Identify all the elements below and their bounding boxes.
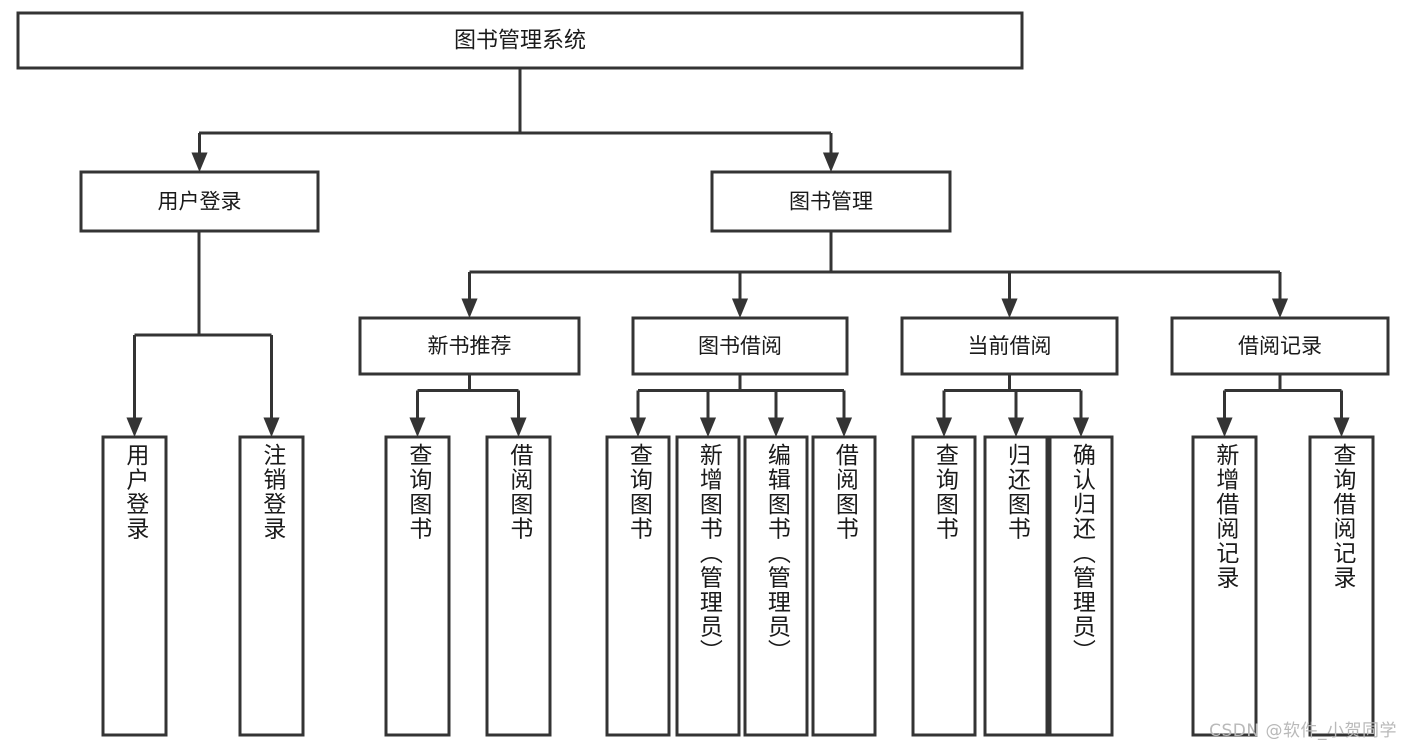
book-borrow-to-leaf-bb-borrow-arrow-icon [835, 417, 853, 437]
node-current-borrow-label: 当前借阅 [968, 334, 1052, 358]
node-book-manage[interactable] [710, 170, 952, 233]
node-leaf-nbr-query[interactable] [384, 435, 451, 737]
node-leaf-cb-return[interactable] [983, 435, 1049, 737]
node-book-manage-label: 图书管理 [789, 190, 873, 214]
node-leaf-br-query[interactable] [1308, 435, 1375, 737]
node-leaf-logout[interactable] [238, 435, 305, 737]
node-user-login[interactable] [79, 170, 320, 233]
current-borrow-to-leaf-cb-return-arrow-icon [1007, 417, 1025, 437]
book-manage-to-new-book-recommend-arrow-icon [461, 298, 478, 318]
book-manage-to-current-borrow-arrow-icon [1001, 298, 1018, 318]
node-root-label: 图书管理系统 [454, 29, 586, 54]
borrow-record-to-leaf-br-add-arrow-icon [1216, 417, 1233, 437]
node-book-borrow[interactable] [631, 316, 849, 376]
current-borrow-to-leaf-cb-confirm-arrow-icon [1072, 417, 1090, 437]
node-leaf-bb-add[interactable] [675, 435, 741, 737]
node-borrow-record[interactable] [1170, 316, 1390, 376]
node-leaf-bb-query[interactable] [605, 435, 671, 737]
book-borrow-to-leaf-bb-query-arrow-icon [629, 417, 647, 437]
current-borrow-to-leaf-cb-query-arrow-icon [935, 417, 953, 437]
node-leaf-cb-query[interactable] [911, 435, 977, 737]
borrow-record-to-leaf-br-query-arrow-icon [1333, 417, 1350, 437]
root-to-book-manage-arrow-icon [822, 152, 840, 172]
book-borrow-to-leaf-bb-edit-arrow-icon [767, 417, 785, 437]
node-leaf-bb-borrow[interactable] [811, 435, 877, 737]
user-login-to-leaf-logout-arrow-icon [263, 417, 280, 437]
node-leaf-bb-edit[interactable] [743, 435, 809, 737]
new-book-recommend-to-leaf-nbr-borrow-arrow-icon [510, 417, 527, 437]
node-leaf-user-login[interactable] [101, 435, 168, 737]
node-leaf-cb-confirm[interactable] [1048, 435, 1114, 737]
node-leaf-nbr-borrow[interactable] [485, 435, 552, 737]
node-new-book-recommend[interactable] [358, 316, 581, 376]
node-book-borrow-label: 图书借阅 [698, 334, 782, 358]
book-manage-to-borrow-record-arrow-icon [1271, 298, 1289, 318]
node-current-borrow[interactable] [900, 316, 1119, 376]
node-new-book-recommend-label: 新书推荐 [428, 334, 512, 358]
new-book-recommend-to-leaf-nbr-query-arrow-icon [409, 417, 426, 437]
node-leaf-br-add[interactable] [1191, 435, 1258, 737]
user-login-to-leaf-user-login-arrow-icon [126, 417, 143, 437]
root-to-user-login-arrow-icon [191, 152, 208, 172]
node-borrow-record-label: 借阅记录 [1238, 334, 1322, 358]
node-root[interactable] [16, 11, 1024, 70]
book-manage-to-book-borrow-arrow-icon [731, 298, 749, 318]
connector-layer [126, 68, 1350, 437]
node-user-login-label: 用户登录 [158, 190, 242, 214]
book-borrow-to-leaf-bb-add-arrow-icon [699, 417, 717, 437]
box-layer [16, 11, 1390, 737]
